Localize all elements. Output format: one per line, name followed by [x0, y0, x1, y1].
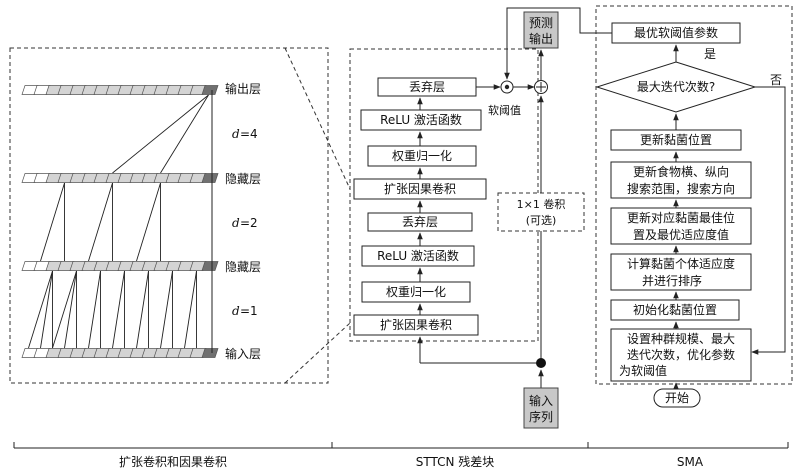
middle-caption: STTCN 残差块 — [416, 455, 495, 469]
input-sequence-line2: 序列 — [529, 409, 553, 424]
calc-fitness-box — [610, 253, 752, 291]
output-layer-label: 输出层 — [225, 81, 261, 96]
dilated-causal-bottom-label: 扩张因果卷积 — [380, 317, 452, 332]
arrow-no-loop — [751, 86, 786, 355]
conn-d1-extra-2 — [28, 270, 53, 349]
dilation-4-symbol: d — [232, 127, 240, 141]
zoom-line-top — [284, 47, 351, 190]
calc-fitness-line1: 计算黏菌个体适应度 — [627, 256, 735, 271]
dilation-1-label: =1 — [240, 304, 258, 318]
conv1x1-line2: (可选) — [526, 214, 557, 227]
update-food-box — [610, 161, 752, 199]
update-best-box — [610, 207, 752, 245]
arrow-sma-to-threshold — [504, 7, 612, 80]
prediction-output-line2: 输出 — [529, 31, 553, 46]
start-label: 开始 — [665, 391, 689, 405]
dropout-top-label: 丢弃层 — [409, 79, 445, 94]
max-iter-label: 最大迭代次数? — [637, 79, 715, 94]
conn-d1-diag-10 — [136, 270, 149, 349]
set-params-line1: 设置种群规模、最大 — [627, 331, 735, 346]
conn-d4-7 — [112, 94, 209, 174]
set-params-box — [610, 328, 752, 382]
hidden-1-node-15 — [201, 173, 219, 183]
conv1x1-line1: 1×1 卷积 — [517, 197, 566, 211]
hidden-layer-1-label: 隐藏层 — [225, 172, 261, 186]
residual-block-frame — [349, 48, 539, 342]
dilation-4-label: =4 — [240, 127, 258, 141]
calc-fitness-line2: 并进行排序 — [642, 273, 702, 288]
conn-d1-diag-12 — [160, 270, 173, 349]
conn-d1-diag-2 — [40, 270, 53, 349]
dilation-1-symbol: d — [232, 304, 240, 318]
yes-label: 是 — [704, 47, 716, 61]
relu-bottom-box — [361, 245, 475, 267]
input-sequence-box — [523, 387, 559, 429]
conn-d2-diag-7 — [88, 182, 113, 262]
conn-d1-diag-4 — [64, 270, 77, 349]
right-caption: SMA — [677, 455, 704, 469]
conn-d1-diag-8 — [112, 270, 125, 349]
relu-bottom-label: ReLU 激活函数 — [377, 248, 459, 263]
set-params-line3: 为软阈值 — [619, 363, 667, 378]
conn-d2-diag-3 — [40, 182, 65, 262]
set-params-line2: 迭代次数，优化参数 — [627, 347, 735, 362]
weight-norm-top-box — [367, 145, 477, 167]
no-label: 否 — [770, 73, 782, 87]
dropout-bottom-label: 丢弃层 — [402, 214, 438, 229]
sma-frame — [595, 5, 793, 385]
conn-d1-diag-6 — [88, 270, 101, 349]
dilated-causal-top-label: 扩张因果卷积 — [384, 181, 456, 196]
init-position-box — [610, 299, 740, 321]
update-best-line2: 置及最优适应度值 — [633, 227, 729, 242]
update-food-line2: 搜索范围，搜索方向 — [627, 181, 735, 196]
dilated-causal-bottom-box — [353, 314, 479, 336]
layer-strips — [21, 85, 219, 358]
conv1x1-box — [497, 192, 585, 232]
optimal-param-box — [611, 22, 741, 44]
update-position-label: 更新黏菌位置 — [640, 132, 712, 147]
update-food-line1: 更新食物横、纵向 — [633, 164, 729, 179]
update-best-line1: 更新对应黏菌最佳位 — [627, 210, 735, 225]
weight-norm-bottom-box — [361, 281, 471, 303]
dilation-2-symbol: d — [232, 216, 240, 230]
input-node-15 — [201, 348, 219, 358]
dilated-connections — [28, 94, 209, 349]
max-iter-diamond — [595, 61, 757, 113]
input-sequence-line1: 输入 — [529, 393, 553, 408]
weight-norm-bottom-label: 权重归一化 — [386, 285, 446, 299]
conn-d1-extra-4 — [52, 270, 77, 349]
optimal-param-label: 最优软阈值参数 — [634, 25, 718, 40]
relu-top-label: ReLU 激活函数 — [380, 112, 462, 127]
zoom-line-bottom — [284, 322, 351, 384]
input-layer-label: 输入层 — [225, 346, 261, 361]
conn-d2-diag-11 — [136, 182, 161, 262]
relu-top-box — [360, 109, 482, 131]
left-panel-frame — [9, 47, 329, 384]
conn-d1-diag-14 — [184, 270, 197, 349]
output-node-15 — [201, 85, 219, 95]
soft-threshold-dot — [504, 84, 510, 90]
left-caption: 扩张卷积和因果卷积 — [119, 454, 227, 469]
input-junction-dot — [536, 358, 546, 368]
dilation-2-label: =2 — [240, 216, 258, 230]
hidden-layer-2-label: 隐藏层 — [225, 260, 261, 274]
init-position-label: 初始化黏菌位置 — [633, 302, 717, 317]
weight-norm-top-label: 权重归一化 — [392, 149, 452, 163]
prediction-output-line1: 预测 — [529, 16, 553, 30]
hidden-2-node-15 — [201, 261, 219, 271]
prediction-output-box — [523, 11, 559, 49]
soft-threshold-label: 软阈值 — [488, 103, 521, 117]
conn-d4-11 — [160, 94, 209, 174]
